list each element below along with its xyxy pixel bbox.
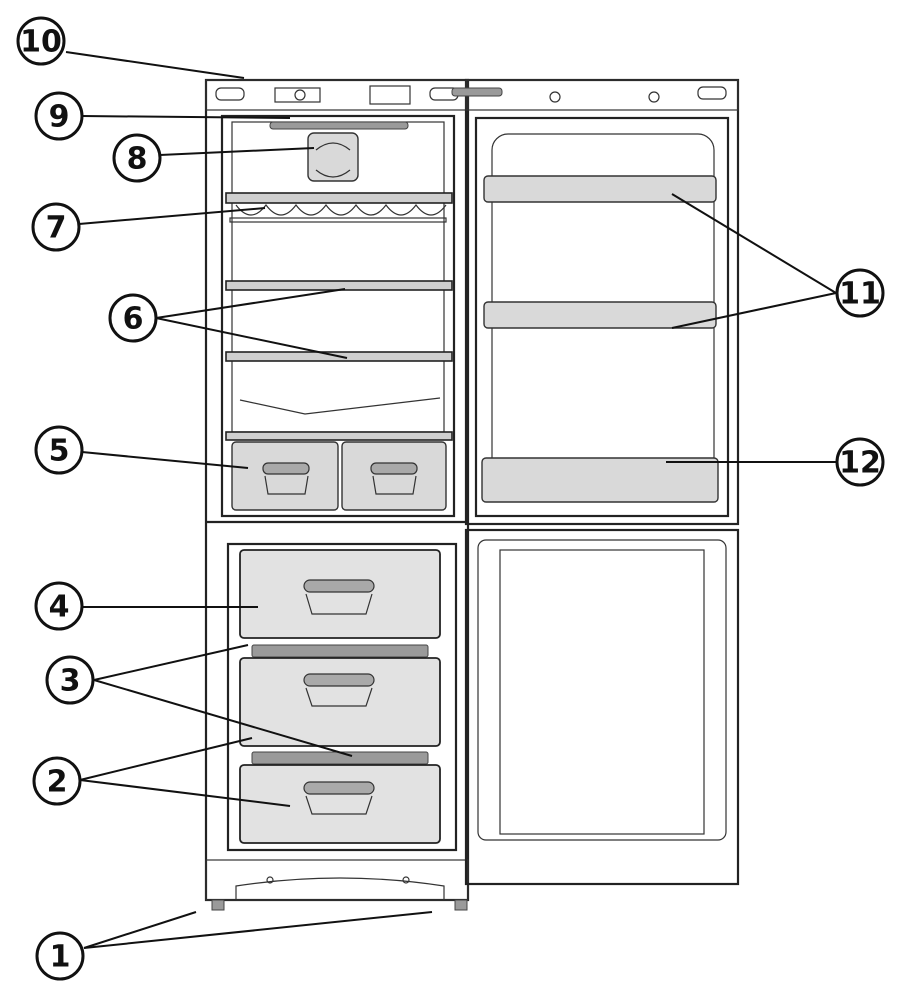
crisper-drawer-left: [231, 441, 339, 511]
callout-label: 8: [127, 142, 148, 177]
fridge-cabinet: [204, 78, 470, 911]
callout-label: 6: [123, 302, 144, 337]
callout-label: 7: [46, 211, 67, 246]
callout-label: 10: [20, 25, 62, 60]
freezer-door: [464, 528, 740, 886]
callout-10: 10: [16, 16, 66, 66]
leader-lines: [65, 51, 837, 949]
callout-label: 4: [49, 590, 70, 625]
callout-1: 1: [35, 931, 85, 981]
callout-label: 12: [839, 446, 881, 481]
callout-2: 2: [32, 756, 82, 806]
callout-label: 1: [50, 940, 71, 975]
callout-4: 4: [34, 581, 84, 631]
callout-label: 3: [60, 664, 81, 699]
callout-6: 6: [108, 293, 158, 343]
callout-11: 11: [835, 268, 885, 318]
crisper-drawer-right: [341, 441, 447, 511]
freezer-drawer-middle: [239, 657, 441, 747]
callout-5: 5: [34, 425, 84, 475]
thermostat-icon: [307, 132, 359, 182]
freezer-drawer-bottom: [239, 764, 441, 844]
callout-8: 8: [112, 133, 162, 183]
callout-3: 3: [45, 655, 95, 705]
callout-9: 9: [34, 91, 84, 141]
callout-12: 12: [835, 437, 885, 487]
callout-label: 5: [49, 434, 70, 469]
fridge-door: [451, 78, 740, 526]
callout-label: 2: [47, 765, 68, 800]
callout-7: 7: [31, 202, 81, 252]
callout-label: 11: [839, 277, 881, 312]
freezer-drawer-top: [239, 549, 441, 639]
callout-label: 9: [49, 100, 70, 135]
